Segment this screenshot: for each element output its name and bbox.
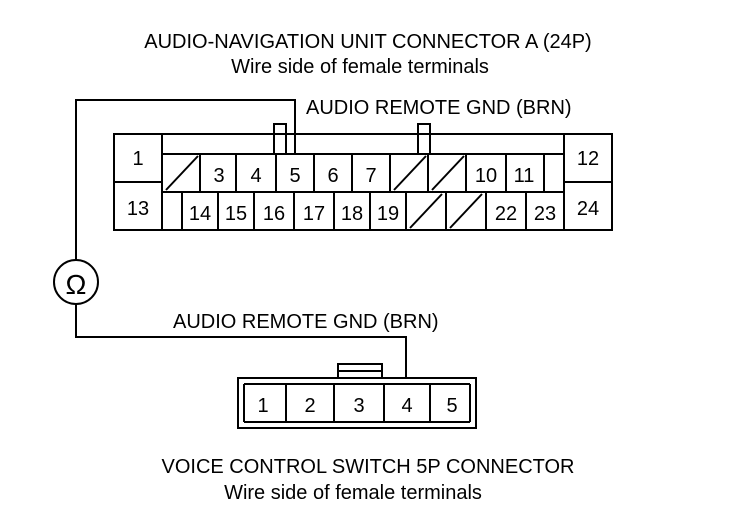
terminal-a-5: 5: [289, 165, 300, 187]
terminal-a-10: 10: [475, 165, 497, 187]
terminal-b-2: 2: [304, 395, 315, 417]
connector-a: [113, 123, 613, 231]
terminal-a-6: 6: [327, 165, 338, 187]
terminal-a-13-cell: [113, 181, 163, 231]
terminal-a-7: 7: [365, 165, 376, 187]
ohmmeter-icon: [53, 259, 99, 305]
connector-a-title: AUDIO-NAVIGATION UNIT CONNECTOR A (24P): [144, 31, 591, 53]
terminal-a-17: 17: [303, 203, 325, 225]
connector-b-terminals: 1 2 3 4 5: [257, 395, 457, 417]
connector-b-subtitle: Wire side of female terminals: [224, 482, 482, 504]
test-leads: [53, 99, 407, 378]
terminal-b-3: 3: [353, 395, 364, 417]
ohm-symbol: Ω: [66, 269, 87, 300]
terminal-a-24: 24: [577, 198, 599, 220]
blocked-cavity-a-9: [431, 155, 465, 191]
terminal-a-19: 19: [377, 203, 399, 225]
terminal-a-14: 14: [189, 203, 211, 225]
lead-to-terminal-b-4: [75, 304, 407, 378]
blocked-cavity-a-21: [449, 193, 483, 229]
terminal-a-16: 16: [263, 203, 285, 225]
connector-a-terminals: 1 3 4 5 6 7 10 11 12 13 14 15 16 17 18 1…: [127, 148, 599, 225]
lead-to-terminal-a-5: [75, 99, 296, 260]
terminal-a-13: 13: [127, 198, 149, 220]
terminal-a-1: 1: [132, 148, 143, 170]
terminal-a-3: 3: [213, 165, 224, 187]
terminal-b-1: 1: [257, 395, 268, 417]
connector-a-subtitle: Wire side of female terminals: [231, 56, 489, 78]
blocked-cavity-a-2: [165, 155, 199, 191]
connector-b-title: VOICE CONTROL SWITCH 5P CONNECTOR: [161, 456, 574, 478]
wire-label-b: AUDIO REMOTE GND (BRN): [173, 311, 439, 333]
connector-b: [237, 363, 477, 429]
terminal-a-12: 12: [577, 148, 599, 170]
terminal-a-23: 23: [534, 203, 556, 225]
terminal-b-5: 5: [446, 395, 457, 417]
terminal-a-22: 22: [495, 203, 517, 225]
terminal-a-11: 11: [514, 165, 535, 187]
terminal-a-24-cell: [563, 181, 613, 231]
wire-label-a: AUDIO REMOTE GND (BRN): [306, 97, 572, 119]
terminal-a-18: 18: [341, 203, 363, 225]
terminal-a-4: 4: [250, 165, 261, 187]
blocked-cavity-a-20: [409, 193, 443, 229]
terminal-a-15: 15: [225, 203, 247, 225]
terminal-b-4: 4: [401, 395, 412, 417]
lock-tab-right: [417, 123, 431, 155]
lock-tab-left: [273, 123, 287, 155]
blocked-cavity-a-8: [393, 155, 427, 191]
